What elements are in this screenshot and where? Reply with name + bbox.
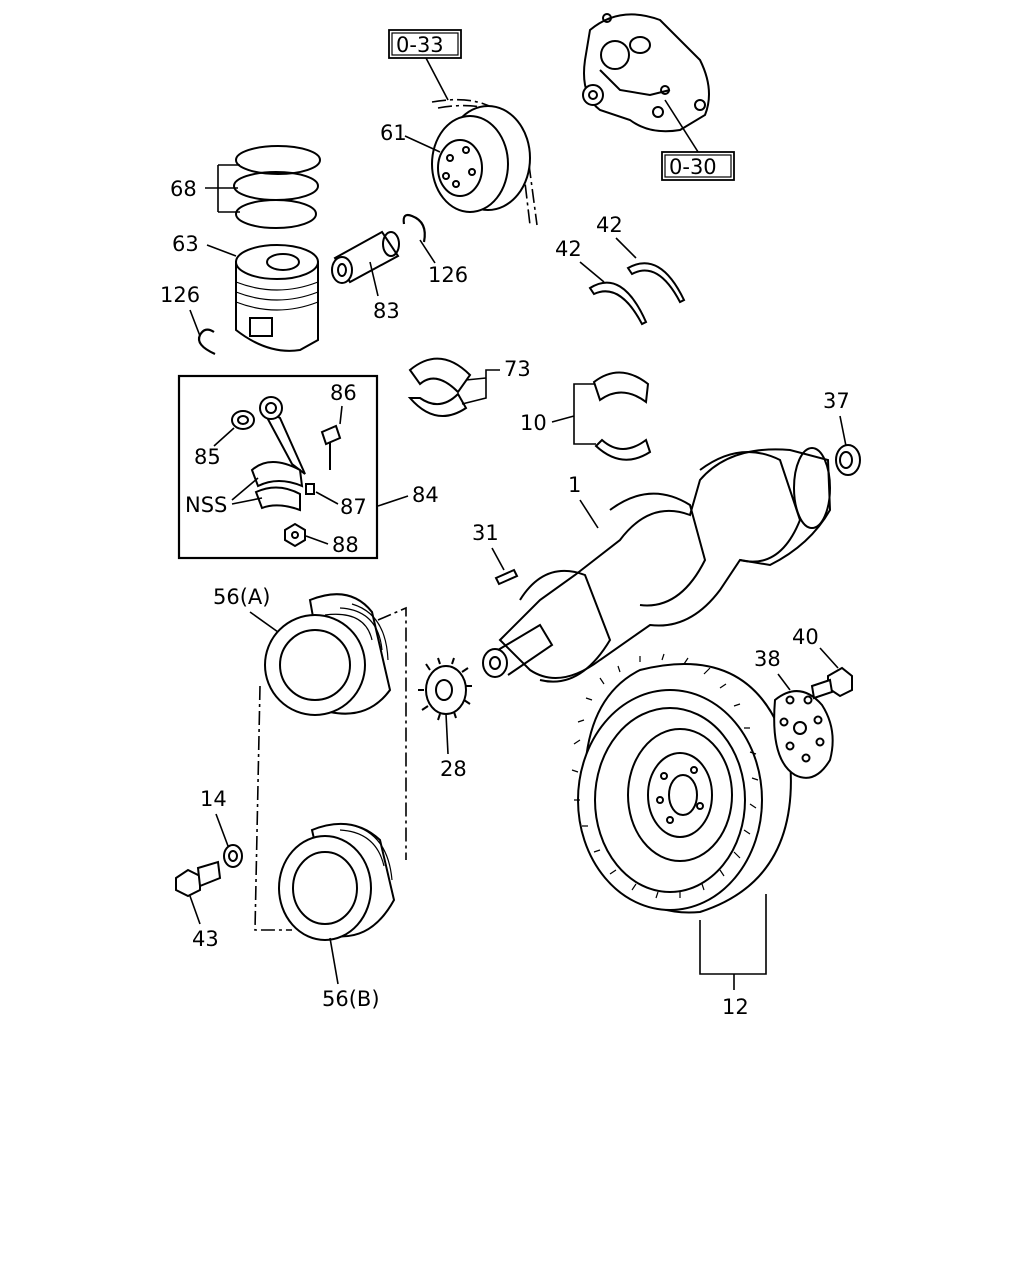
piston: [235, 244, 319, 352]
conrod-bearing-shells: [407, 357, 472, 417]
callout-56b: 56(B): [322, 987, 380, 1011]
callout-126-right: 126: [428, 263, 468, 287]
conrod-detail-box: [177, 374, 379, 560]
washer: [223, 844, 243, 868]
piston-pin: [331, 230, 400, 284]
callout-86: 86: [330, 381, 357, 405]
callout-73: 73: [504, 357, 531, 381]
snap-ring-left: [197, 328, 216, 356]
ref-box-0-33[interactable]: 0-33: [388, 29, 462, 59]
ref-box-0-30[interactable]: 0-30: [661, 151, 735, 181]
crank-pulley-b: [278, 823, 396, 941]
callout-42-left: 42: [555, 237, 582, 261]
oil-seal: [835, 444, 861, 476]
callout-83: 83: [373, 299, 400, 323]
thrust-washer-2: [588, 281, 648, 326]
callout-56a: 56(A): [213, 585, 270, 609]
crankshaft: [482, 447, 832, 683]
callout-61: 61: [380, 121, 407, 145]
callout-63: 63: [172, 232, 199, 256]
crank-pulley-a: [264, 593, 392, 716]
callout-10: 10: [520, 411, 547, 435]
pulley-bolt: [175, 860, 222, 898]
callout-85: 85: [194, 445, 221, 469]
callout-87: 87: [340, 495, 367, 519]
water-pump: [582, 13, 710, 133]
callout-37: 37: [823, 389, 850, 413]
callout-31: 31: [472, 521, 499, 545]
callout-126-left: 126: [160, 283, 200, 307]
callout-40: 40: [792, 625, 819, 649]
woodruff-key: [494, 568, 519, 586]
callout-68: 68: [170, 177, 197, 201]
ref-0-33-label: 0-33: [396, 33, 444, 57]
snap-ring-right: [402, 213, 426, 243]
callout-12: 12: [722, 995, 749, 1019]
piston-rings: [233, 145, 321, 229]
torsional-damper: [571, 653, 792, 914]
callout-43: 43: [192, 927, 219, 951]
main-bearing-shells: [592, 371, 652, 461]
callout-nss: NSS: [185, 493, 227, 517]
callout-14: 14: [200, 787, 227, 811]
ref-0-30-label: 0-30: [669, 155, 717, 179]
callout-1: 1: [568, 473, 581, 497]
plate-bolt: [810, 666, 853, 700]
callout-84: 84: [412, 483, 439, 507]
callout-42-top: 42: [596, 213, 623, 237]
crank-gear: [418, 657, 472, 721]
fan-pulley: [431, 105, 531, 213]
callout-38: 38: [754, 647, 781, 671]
pulley-plate: [773, 690, 834, 779]
callout-88: 88: [332, 533, 359, 557]
thrust-washer-1: [626, 262, 686, 304]
callout-28: 28: [440, 757, 467, 781]
